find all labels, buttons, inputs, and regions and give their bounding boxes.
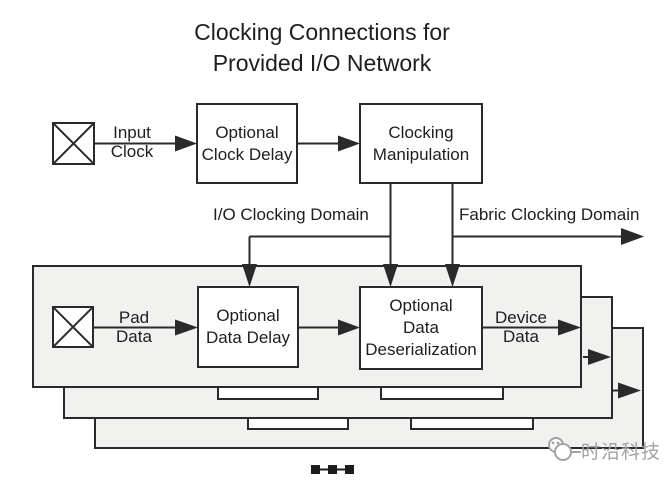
optional-data-deserialization-box: Optional Data Deserialization [359,286,483,370]
device-data-arrow [483,319,581,336]
input-clock-label: Input Clock [101,123,163,161]
data-deserialization-label-line1: Optional [389,296,453,315]
data-deserialization-label-line2: Data [403,318,439,337]
fabric-clocking-domain-label: Fabric Clocking Domain [459,205,640,224]
clocking-manipulation-label-line2: Manipulation [372,144,470,164]
input-clock-label-line2: Clock [110,142,154,161]
clocking-manipulation-box: Clocking Manipulation [359,103,483,184]
fabric-domain-arrow [452,228,644,245]
input-clock-label-line1: Input [113,123,151,142]
device-data-label-line2: Data [503,327,539,346]
clock-delay-label-line1: Optional [215,122,279,142]
watermark: 时沿科技 [545,436,661,464]
pad-data-label: Pad Data [105,308,163,346]
optional-clock-delay-box: Optional Clock Delay [196,103,298,184]
io-clocking-domain-label: I/O Clocking Domain [213,205,369,224]
pad-data-arrow [94,319,198,336]
title-line-1: Clocking Connections for [194,19,450,45]
data-delay-label-line2: Data Delay [205,328,291,347]
input-clock-arrow [95,135,197,152]
clock-delay-to-manipulation-arrow [298,135,360,152]
pad-data-label-line1: Pad [118,308,150,327]
tile2-device-data-arrow [583,349,611,365]
pad-data-label-line2: Data [116,327,152,346]
input-clock-pad-icon [52,122,95,165]
watermark-logo-icon [548,437,581,461]
io-clock-drop-arrow-left [383,184,398,287]
device-data-label-line1: Device [495,308,547,327]
device-data-label: Device Data [488,308,554,346]
optional-data-delay-box: Optional Data Delay [197,286,299,368]
io-clock-drop-arrow-right [445,184,460,287]
diagram-title: Clocking Connections for Provided I/O Ne… [122,17,522,79]
clocking-manipulation-label-line1: Clocking [388,122,454,142]
pad-x-glyph [54,124,93,163]
pad-data-pad-icon [52,306,94,348]
data-delay-label-line1: Optional [216,306,280,325]
tile3-device-data-arrow [613,382,641,399]
pad-x-glyph [54,308,92,346]
clock-delay-label-line2: Clock Delay [201,144,293,164]
more-tiles-ellipsis-icon [311,465,354,474]
io-domain-connector [242,235,391,287]
delay-to-deserialization-arrow [299,319,360,336]
watermark-brand-text: 时沿科技 [581,441,662,463]
data-deserialization-label-line3: Deserialization [365,340,477,359]
title-line-2: Provided I/O Network [212,50,432,76]
